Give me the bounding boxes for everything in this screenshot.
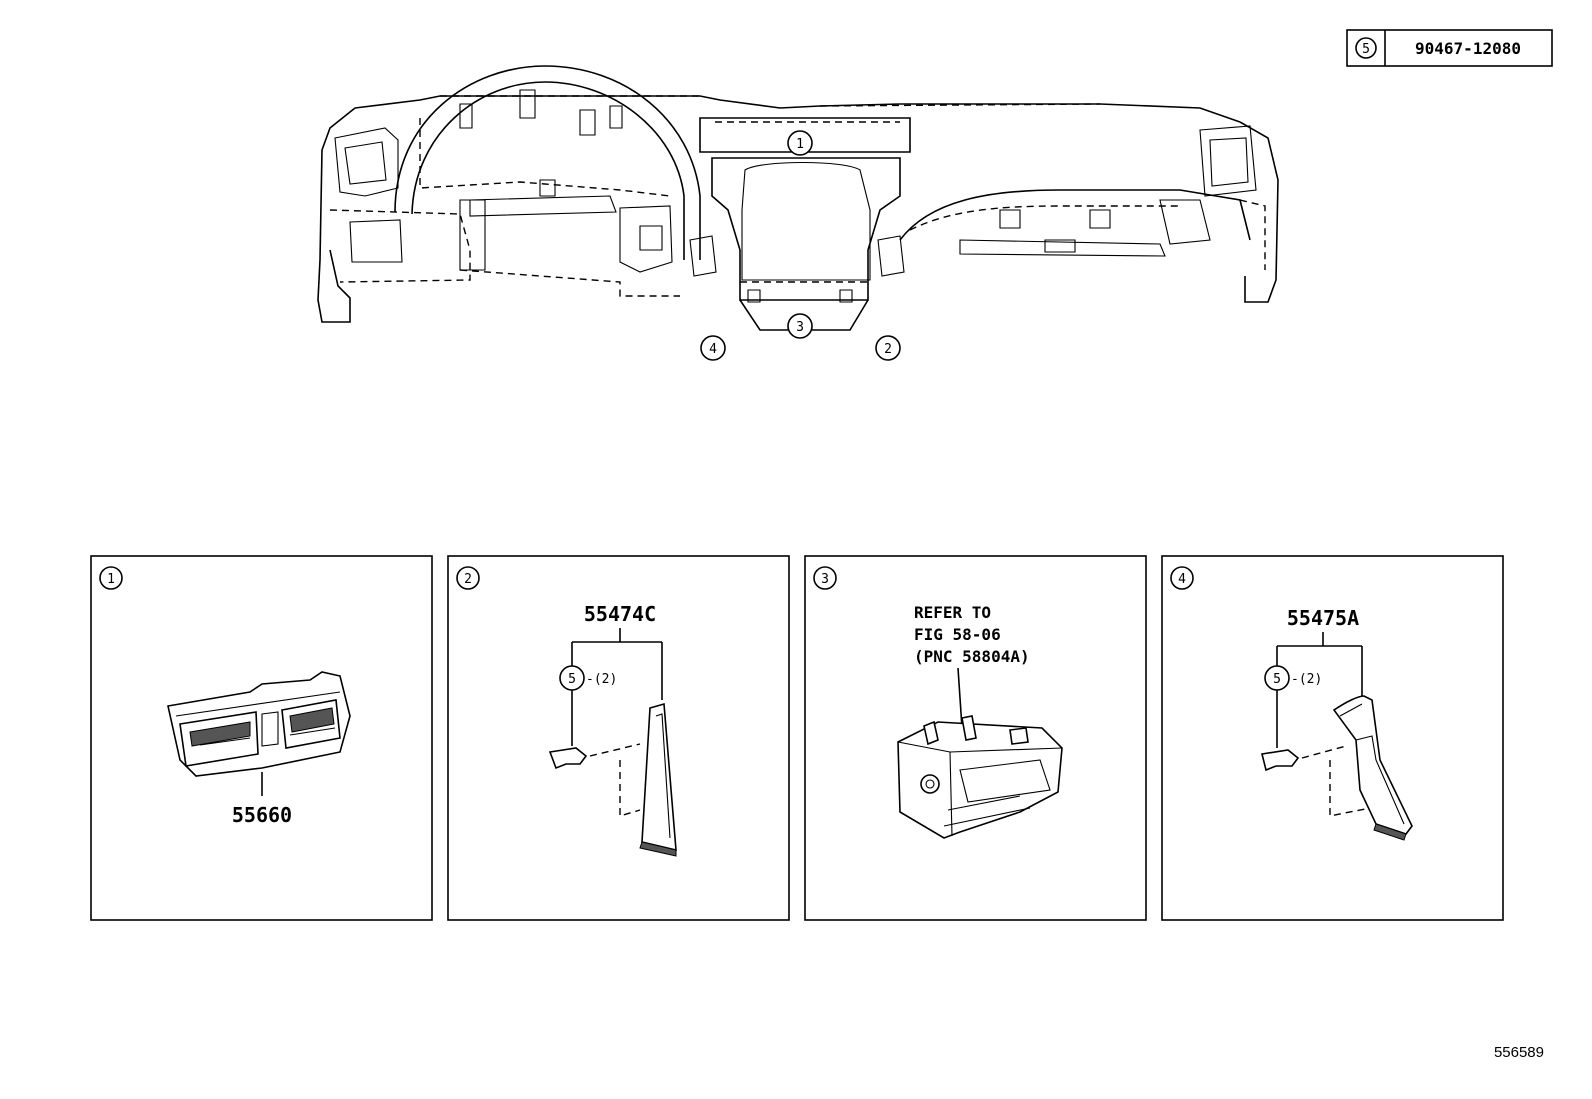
overview-callout-2-circle	[875, 335, 901, 361]
center-cluster-bracket-icon	[897, 715, 1063, 839]
panel-1-callout: 1	[107, 572, 115, 587]
panel-2: 2 55474C 5 -(2)	[447, 555, 790, 921]
panel-4-part-number[interactable]: 55475A	[1287, 606, 1359, 630]
panel-4-callout: 4	[1178, 572, 1186, 587]
clip-icon	[1261, 749, 1300, 772]
panel-3-reference-line-3[interactable]: (PNC 58804A)	[914, 647, 1030, 666]
legend-part-number[interactable]: 90467-12080	[1415, 39, 1521, 58]
panel-3: 3 REFER TO FIG 58-06 (PNC 58804A)	[804, 555, 1147, 921]
overview-callout-2[interactable]: 2	[884, 342, 892, 357]
panel-3-reference-line-1: REFER TO	[914, 603, 991, 622]
panel-1: 1 55660	[90, 555, 433, 921]
panel-2-callout: 2	[464, 572, 472, 587]
panel-4: 4 55475A 5 -(2)	[1161, 555, 1504, 921]
panel-4-qty: -(2)	[1291, 672, 1322, 687]
overview-callout-3[interactable]: 3	[796, 320, 804, 335]
overview-callout-4[interactable]: 4	[709, 342, 717, 357]
legend-callout-circle	[1355, 37, 1377, 59]
figure-id: 556589	[1493, 1044, 1544, 1061]
pillar-garnish-icon	[1332, 695, 1413, 841]
panel-2-qty: -(2)	[586, 672, 617, 687]
garnish-icon	[639, 702, 677, 857]
overview-callout-1[interactable]: 1	[796, 137, 804, 152]
panel-1-part-number[interactable]: 55660	[232, 803, 292, 827]
panel-2-part-number[interactable]: 55474C	[584, 602, 656, 626]
overview-callout-1-circle	[787, 130, 813, 156]
center-vent-icon	[167, 671, 351, 777]
panel-3-callout: 3	[821, 572, 829, 587]
panel-4-qty-callout: 5	[1273, 672, 1281, 687]
overview-callout-4-circle	[700, 335, 726, 361]
panel-3-reference-line-2[interactable]: FIG 58-06	[914, 625, 1001, 644]
legend-callout: 5	[1362, 42, 1370, 57]
overview-callout-3-circle	[787, 313, 813, 339]
clip-icon	[548, 747, 588, 770]
panel-2-qty-callout: 5	[568, 672, 576, 687]
legend-box: 5 90467-12080	[1346, 29, 1553, 67]
dashboard-overview-drawing: 1 3 4 2	[317, 65, 1279, 361]
